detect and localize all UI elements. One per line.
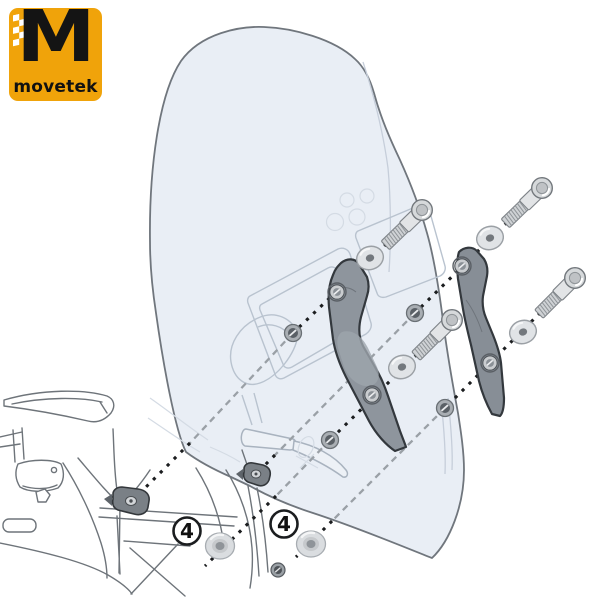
behind-screen-parts [147,314,349,478]
assembly-line-b [203,318,454,568]
grommet-1 [204,531,236,561]
shield-screw-2 [320,430,340,450]
bracket-left-screw-top [327,282,347,302]
bolt-3 [530,262,591,323]
callout-left-number: 4 [180,519,194,543]
brake-lever [292,440,349,478]
bracket-right [452,246,506,418]
logo-brand-name: movetek [13,77,98,97]
shield-screw-1 [283,323,303,343]
mounting-tab-left [104,486,150,516]
bracket-left [327,258,408,453]
movetek-logo: M movetek [9,8,102,101]
checkered-flag-icon [13,11,33,48]
bolt-2 [497,172,558,232]
washer-2 [472,221,508,255]
grommet-2 [295,529,327,559]
bracket-left-screw-bottom [362,385,382,405]
cowl-through-screen [147,397,319,469]
mounting-tab-right [236,462,272,487]
callout-right-number: 4 [277,512,291,536]
bracket-right-screw-top [452,256,472,276]
cowl-screw [270,562,286,578]
shield-screw-4 [435,398,455,418]
logo-letter: M [15,8,96,78]
callout-left: 4 [172,516,202,546]
bracket-right-screw-bottom [480,353,500,373]
callout-right: 4 [269,509,299,539]
vent-panel-outline-outer [246,247,372,380]
windshield-surface-details [246,61,453,475]
shield-screw-3 [405,303,425,323]
